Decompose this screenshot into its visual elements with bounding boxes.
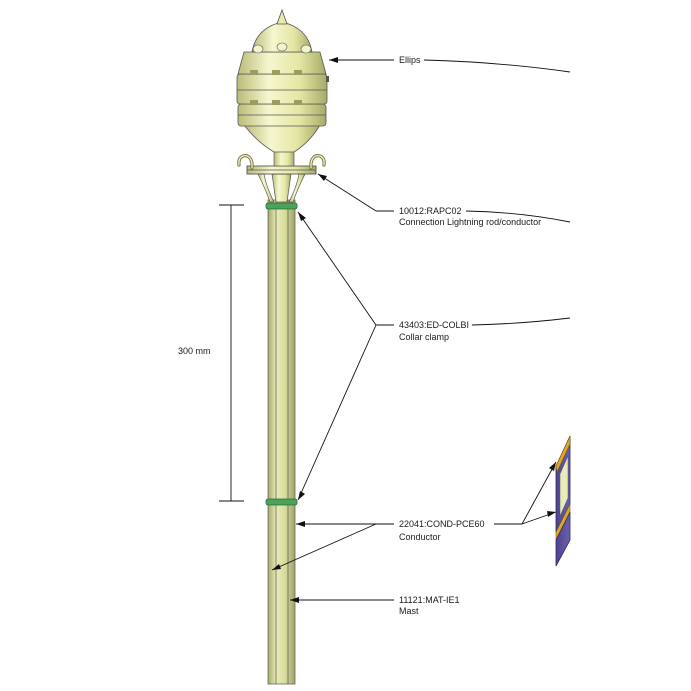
conductor-side-view (555, 435, 571, 567)
callout-colbi-code: 43403:ED-COLBI (399, 320, 469, 330)
callout-ellips-code: Ellips (399, 55, 421, 65)
callout-rapc02-description: Connection Lightning rod/conductor (399, 217, 541, 227)
callout-rapc02-code: 10012:RAPC02 (399, 206, 462, 216)
callout-rapc02: 10012:RAPC02 Connection Lightning rod/co… (399, 206, 541, 227)
callout-cond-description: Conductor (399, 532, 441, 542)
callout-cond: 22041:COND-PCE60 Conductor (399, 519, 485, 542)
dimension-label: 300 mm (178, 346, 211, 356)
callout-colbi-description: Collar clamp (399, 332, 449, 342)
connection-bracket (246, 165, 317, 203)
callout-mast-description: Mast (399, 606, 419, 616)
ellips-terminal (236, 8, 329, 167)
collar-clamp-upper (265, 202, 298, 210)
callout-mast-code: 11121:MAT-IE1 (399, 595, 460, 605)
callout-cond-code: 22041:COND-PCE60 (399, 519, 485, 529)
right-hook (309, 154, 326, 170)
dimension-300mm: 300 mm (178, 204, 244, 502)
callout-colbi: 43403:ED-COLBI Collar clamp (399, 320, 469, 342)
callout-mast: 11121:MAT-IE1 Mast (399, 595, 460, 616)
leader-lines (271, 57, 571, 603)
mast (267, 199, 296, 685)
collar-clamp-lower (265, 498, 298, 506)
left-hook (237, 154, 254, 170)
callout-ellips: Ellips (399, 55, 421, 65)
